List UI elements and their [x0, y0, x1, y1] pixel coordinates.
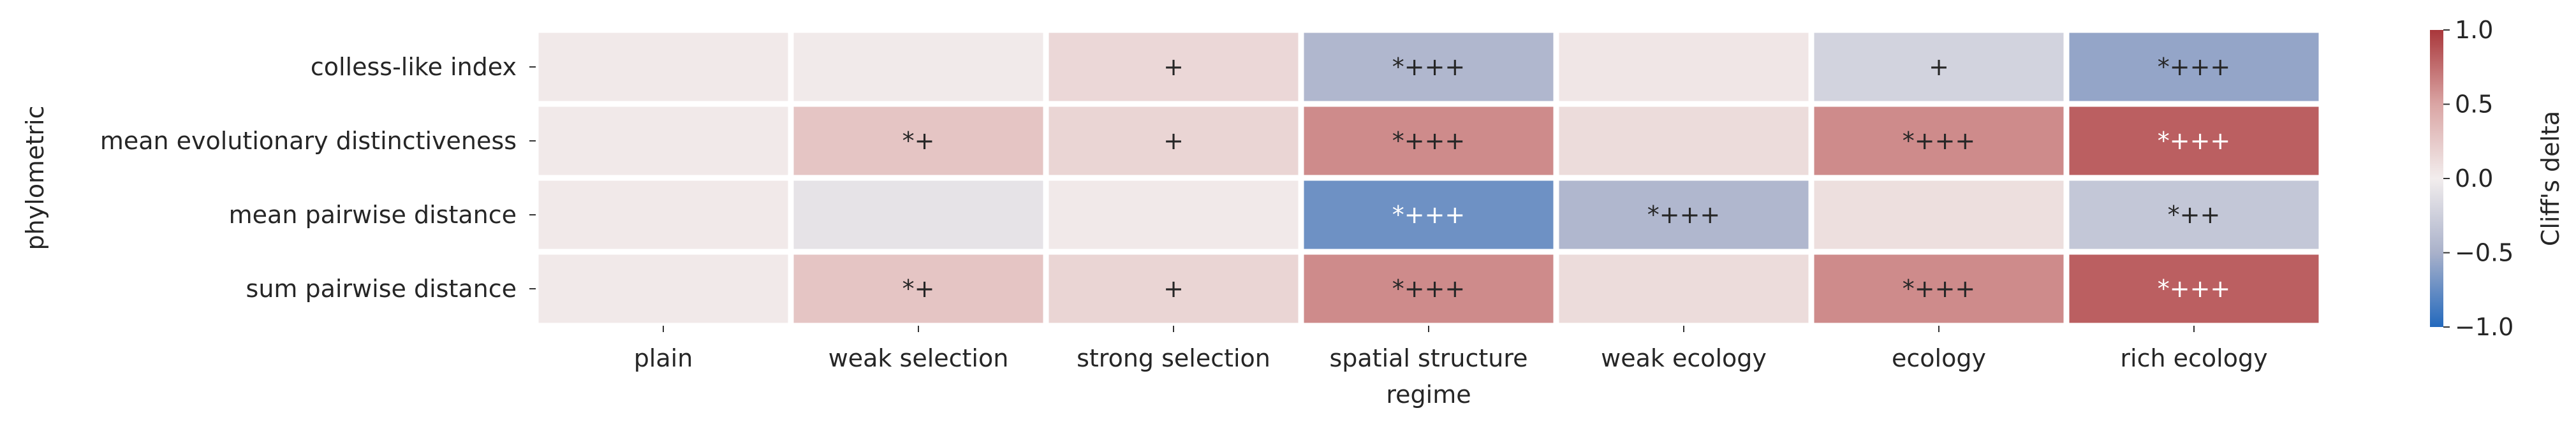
y-tick-label: colless-like index [311, 53, 517, 81]
cell-annotation: + [1929, 53, 1949, 81]
x-tick-label: ecology [1892, 344, 1986, 372]
cell-annotation: + [1163, 275, 1184, 303]
colorbar-tick-label: 0.0 [2455, 164, 2493, 193]
x-axis-label: regime [1386, 381, 1471, 409]
cell-annotation: *+++ [2158, 275, 2231, 303]
heatmap-cell-annotations: +*++++*+++*++*+++*+++*+++*+++*+++*++*++*… [902, 53, 2231, 303]
y-axis: colless-like index mean evolutionary dist… [21, 53, 536, 303]
y-tick-label: mean pairwise distance [229, 201, 517, 229]
x-tick-label: weak selection [828, 344, 1009, 372]
cell-annotation: *+++ [1647, 201, 1721, 229]
x-tick-label: strong selection [1077, 344, 1270, 372]
colorbar-tick-label: 1.0 [2455, 16, 2493, 44]
colorbar-label: Cliff's delta [2536, 111, 2565, 246]
heatmap-cell [1553, 101, 1814, 181]
heatmap-cell [1043, 101, 1304, 181]
heatmap-cell [1043, 175, 1304, 255]
heatmap-cell [533, 27, 794, 107]
cell-annotation: *+++ [1392, 201, 1466, 229]
cell-annotation: *++ [2168, 201, 2221, 229]
heatmap-cell [1553, 175, 1814, 255]
y-tick-label: sum pairwise distance [246, 275, 517, 303]
heatmap-cell [1553, 249, 1814, 329]
cell-annotation: *+++ [1903, 275, 1976, 303]
colorbar-gradient [2430, 30, 2443, 327]
heatmap-cell [788, 175, 1049, 255]
heatmap-cells [533, 27, 2325, 329]
cell-annotation: *+ [902, 127, 935, 155]
x-tick-label: plain [634, 344, 693, 372]
heatmap-cell [788, 27, 1049, 107]
x-axis: plain weak selection strong selection spati… [634, 326, 2268, 409]
heatmap-cell [1808, 249, 2070, 329]
colorbar-tick-label: −0.5 [2455, 239, 2513, 267]
heatmap-cell [533, 175, 794, 255]
cell-annotation: + [1163, 53, 1184, 81]
cell-annotation: + [1163, 127, 1184, 155]
cell-annotation: *+++ [2158, 53, 2231, 81]
cell-annotation: *+++ [1392, 275, 1466, 303]
x-tick-label: weak ecology [1601, 344, 1767, 372]
cell-annotation: *+ [902, 275, 935, 303]
cell-annotation: *+++ [1903, 127, 1976, 155]
colorbar-tick-label: −1.0 [2455, 313, 2513, 341]
heatmap-cell [1553, 27, 1814, 107]
x-tick-label: rich ecology [2120, 344, 2267, 372]
heatmap-cell [1808, 175, 2070, 255]
cell-annotation: *+++ [1392, 53, 1466, 81]
heatmap-cell [788, 249, 1049, 329]
heatmap-cell [533, 101, 794, 181]
cell-annotation: *+++ [2158, 127, 2231, 155]
x-tick-label: spatial structure [1329, 344, 1527, 372]
y-axis-label: phylometric [21, 106, 49, 251]
colorbar-tick-label: 0.5 [2455, 91, 2493, 119]
y-tick-label: mean evolutionary distinctiveness [100, 127, 517, 155]
heatmap-cell [533, 249, 794, 329]
cell-annotation: *+++ [1392, 127, 1466, 155]
